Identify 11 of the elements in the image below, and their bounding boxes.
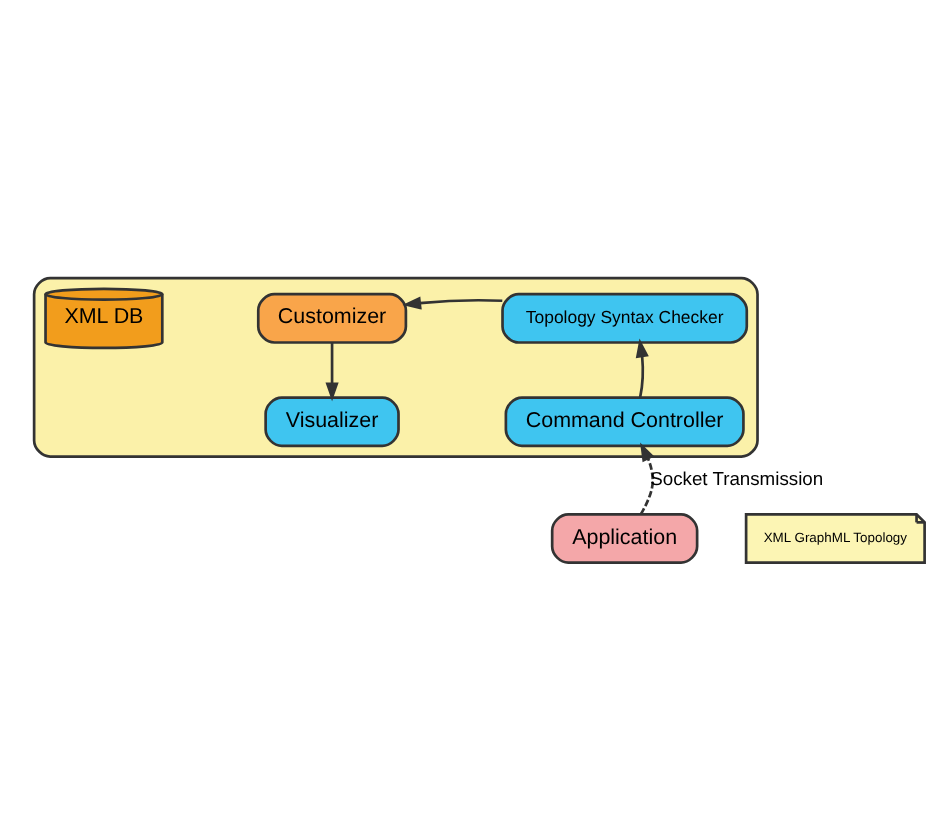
node-box: Application: [550, 513, 699, 564]
edge-label: Socket Transmission: [650, 467, 824, 490]
arrow: [402, 296, 503, 310]
arrow: [635, 338, 649, 398]
node-box: Topology Syntax Checker: [501, 292, 749, 344]
node-box: Customizer: [256, 292, 408, 344]
node-box: Visualizer: [264, 396, 400, 448]
cluster: [32, 276, 759, 458]
arrow: [325, 342, 339, 402]
node-box: Command Controller: [504, 396, 745, 448]
arrow: [639, 442, 655, 515]
